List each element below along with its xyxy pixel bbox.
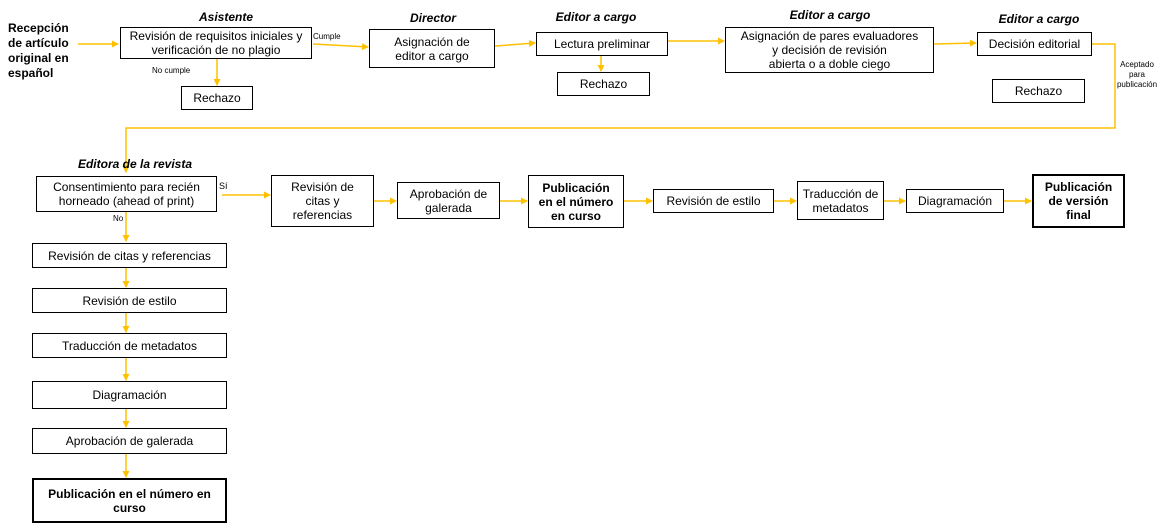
node-rechazo-3: Rechazo bbox=[992, 79, 1085, 103]
node-no-aprobacion-galerada: Aprobación de galerada bbox=[32, 428, 227, 454]
node-si-revision-citas: Revisión de citas y referencias bbox=[271, 175, 374, 227]
node-si-revision-estilo: Revisión de estilo bbox=[653, 189, 774, 213]
edge-label-no-cumple: No cumple bbox=[152, 66, 191, 75]
node-si-traduccion: Traducción de metadatos bbox=[797, 181, 884, 220]
node-consentimiento: Consentimiento para recién horneado (ahe… bbox=[36, 176, 217, 212]
role-asistente: Asistente bbox=[198, 10, 254, 24]
node-no-diagramacion: Diagramación bbox=[32, 381, 227, 409]
node-si-publicacion-numero: Publicación en el número en curso bbox=[528, 175, 624, 228]
role-editora-revista: Editora de la revista bbox=[77, 157, 193, 171]
arrow-to-decision bbox=[933, 39, 977, 47]
start-label: Recepción de artículo original en españo… bbox=[8, 21, 69, 80]
node-si-diagramacion: Diagramación bbox=[906, 189, 1004, 213]
role-director: Director bbox=[409, 11, 456, 25]
role-editor-2: Editor a cargo bbox=[789, 8, 871, 22]
node-rechazo-2: Rechazo bbox=[557, 72, 650, 96]
node-no-revision-estilo: Revisión de estilo bbox=[32, 288, 227, 313]
node-lectura-preliminar: Lectura preliminar bbox=[536, 32, 668, 56]
node-decision-editorial: Decisión editorial bbox=[977, 32, 1092, 56]
role-editor-3: Editor a cargo bbox=[998, 12, 1080, 26]
node-no-traduccion: Traducción de metadatos bbox=[32, 333, 227, 358]
node-no-publicacion-numero: Publicación en el número en curso bbox=[32, 478, 227, 523]
arrow-to-lectura bbox=[494, 39, 536, 47]
edge-label-cumple: Cumple bbox=[313, 32, 341, 41]
role-editor-1: Editor a cargo bbox=[555, 10, 637, 24]
node-no-revision-citas: Revisión de citas y referencias bbox=[32, 243, 227, 268]
node-rechazo-1: Rechazo bbox=[181, 86, 253, 110]
arrow-cumple bbox=[312, 43, 369, 51]
edge-label-aceptado: Aceptado para publicación bbox=[1116, 60, 1158, 89]
edge-label-no: No bbox=[113, 214, 124, 223]
node-si-aprobacion-galerada: Aprobación de galerada bbox=[397, 182, 500, 219]
node-publicacion-final: Publicación de versión final bbox=[1032, 174, 1125, 228]
node-revision-requisitos: Revisión de requisitos iniciales y verif… bbox=[120, 27, 312, 59]
node-asignacion-pares: Asignación de pares evaluadores y decisi… bbox=[725, 27, 934, 73]
edge-label-si: Sí bbox=[219, 181, 228, 191]
node-asignacion-editor: Asignación de editor a cargo bbox=[369, 29, 495, 68]
arrow-aceptado-loop bbox=[122, 43, 1116, 173]
